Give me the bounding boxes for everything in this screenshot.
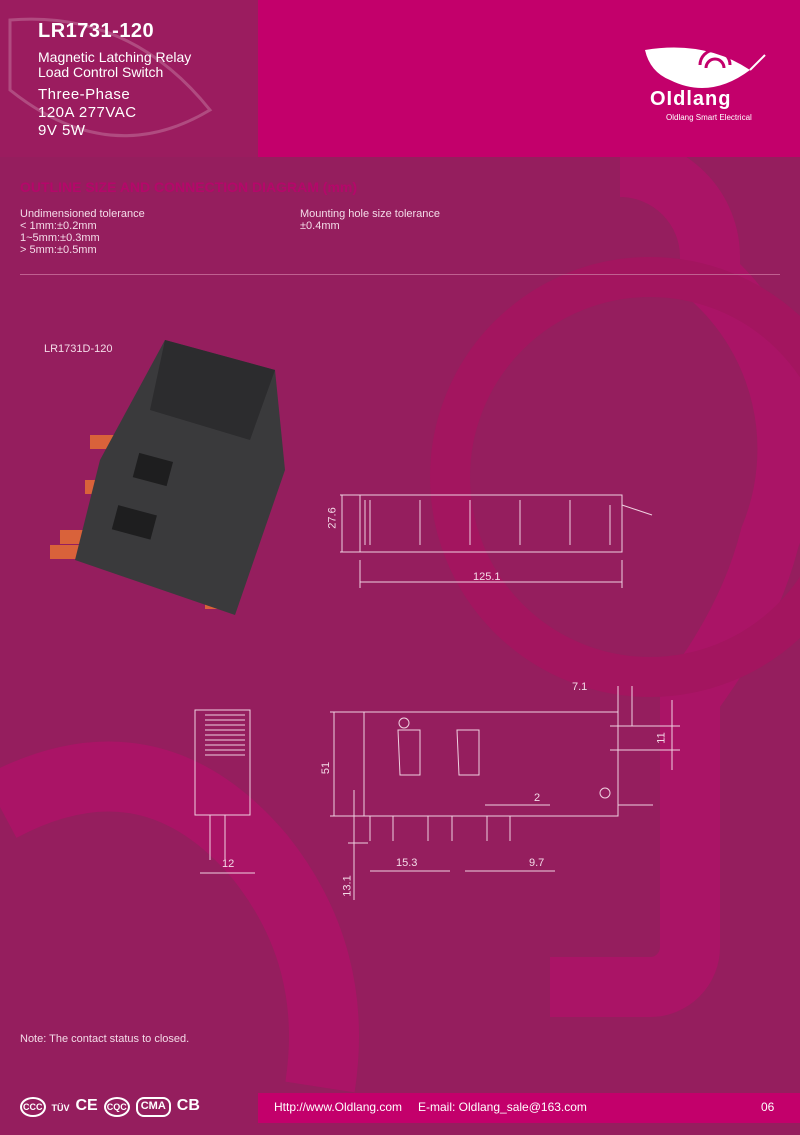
- email-link[interactable]: E-mail: Oldlang_sale@163.com: [418, 1100, 587, 1114]
- front-view-drawing: [330, 686, 680, 900]
- cma-mark-icon: CMA: [135, 1097, 171, 1117]
- hole-tolerance-label: Mounting hole size tolerance: [300, 208, 441, 220]
- subtitle-line: Load Control Switch: [38, 64, 164, 80]
- page-number: 06: [761, 1100, 775, 1114]
- dim-27-6: 27.6: [326, 507, 339, 529]
- dim-15-3: 15.3: [396, 857, 418, 869]
- footer: CCC TÜV CE CQC CMA CB Http://www.Oldlang…: [0, 1093, 800, 1123]
- ce-mark-icon: CE: [75, 1097, 98, 1114]
- spec-line: Three-Phase: [38, 86, 131, 103]
- cqc-mark-icon: CQC: [103, 1097, 130, 1117]
- side-view-drawing: [340, 494, 653, 588]
- website-link[interactable]: Http://www.Oldlang.com: [274, 1100, 403, 1114]
- note-text: Note: The contact status to closed.: [20, 1033, 190, 1045]
- certification-marks: CCC TÜV CE CQC CMA CB: [0, 1093, 258, 1123]
- tuv-mark-icon: TÜV: [51, 1103, 70, 1113]
- relay-product-image: [50, 340, 285, 615]
- logo-wordmark: OIdlang: [650, 88, 732, 110]
- tolerance-line: < 1mm:±0.2mm: [20, 220, 97, 232]
- company-logo: OIdlang Oldlang Smart Electrical: [640, 40, 770, 130]
- dim-125-1: 125.1: [473, 571, 501, 583]
- ccc-mark-icon: CCC: [20, 1097, 46, 1117]
- dim-9-7: 9.7: [529, 857, 545, 869]
- hole-tolerance-value: ±0.4mm: [300, 220, 340, 232]
- logo-leaf-wifi-icon: [645, 47, 766, 88]
- spec-line: 120A 277VAC: [38, 104, 137, 121]
- dim-2: 2: [534, 792, 541, 804]
- product-title: LR1731-120: [38, 20, 155, 42]
- tolerance-line: > 5mm:±0.5mm: [20, 244, 97, 256]
- dim-13-1: 13.1: [341, 875, 354, 897]
- spec-line: 9V 5W: [38, 122, 86, 139]
- background-bulb-decoration: [0, 157, 800, 1093]
- cb-mark-icon: CB: [176, 1097, 200, 1114]
- logo-tagline: Oldlang Smart Electrical: [666, 113, 752, 122]
- header-left-panel: [0, 0, 258, 157]
- subtitle-line: Magnetic Latching Relay: [38, 49, 192, 65]
- tolerance-line: 1~5mm:±0.3mm: [20, 232, 100, 244]
- dim-12: 12: [222, 858, 235, 870]
- product-model-label: LR1731D-120: [44, 343, 113, 355]
- undim-tolerance-label: Undimensioned tolerance: [20, 208, 145, 220]
- dim-51: 51: [320, 761, 333, 775]
- dim-7-1: 7.1: [572, 681, 588, 693]
- diagram-frame: [20, 274, 780, 1029]
- dim-11: 11: [655, 732, 668, 744]
- end-view-drawing: [194, 709, 255, 874]
- section-title: OUTLINE SIZE AND CONNECTION DIAGRAM (mm): [20, 179, 358, 195]
- leaf-watermark-icon: [8, 17, 213, 138]
